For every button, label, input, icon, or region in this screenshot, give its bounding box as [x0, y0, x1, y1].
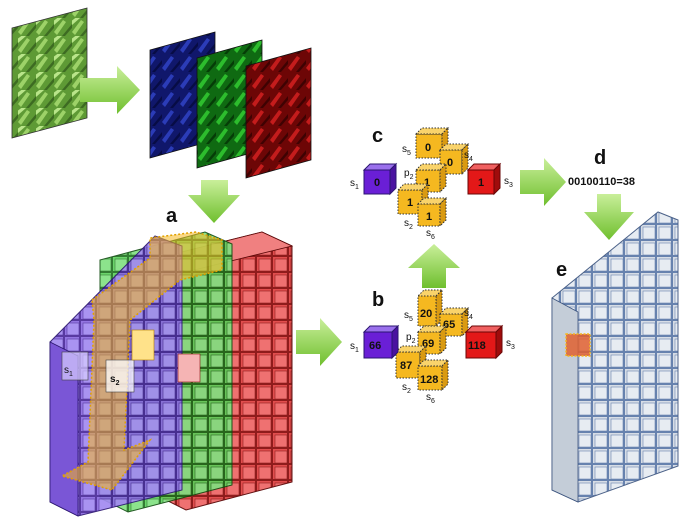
- panel-c-neighborhood: 0 0 1 1 1 0: [362, 126, 502, 228]
- cube-c-s1-value: 0: [374, 177, 380, 189]
- arrow-down-icon: [188, 180, 240, 223]
- cube-b-s1: [362, 324, 400, 360]
- panel-label-a: a: [166, 205, 178, 227]
- arrow-right-icon: [520, 158, 566, 206]
- cube-c-s3-value: 1: [478, 177, 484, 189]
- cube-b-s3: [464, 324, 504, 360]
- c-label-s4: s4: [464, 150, 473, 163]
- b-label-s3: s3: [506, 338, 515, 351]
- arrow-right-icon: [296, 318, 342, 366]
- cube-c-s3: [466, 162, 502, 196]
- cube-c-s4-value: 0: [447, 157, 453, 169]
- voxel-s1-label: s1: [64, 365, 73, 378]
- voxel-s2-label: s2: [110, 374, 120, 387]
- cube-b-s6: [416, 358, 450, 392]
- cube-b-center-value: 20: [420, 308, 432, 320]
- panel-label-e: e: [556, 259, 567, 281]
- panel-label-d: d: [594, 147, 606, 169]
- cube-c-center-value: 0: [425, 142, 431, 154]
- b-label-s1: s1: [350, 341, 359, 354]
- c-label-s6: s6: [426, 228, 435, 241]
- panel-label-c: c: [372, 125, 383, 147]
- panel-label-b: b: [372, 289, 384, 311]
- cube-c-p2-value: 1: [424, 177, 430, 189]
- b-label-p2: p2: [406, 332, 416, 345]
- b-label-s2: s2: [402, 382, 411, 395]
- c-label-s1: s1: [350, 178, 359, 191]
- cube-c-s6-value: 1: [426, 211, 432, 223]
- arrow-up-icon: [408, 244, 460, 288]
- cube-b-s6-value: 128: [420, 374, 438, 386]
- lbp-code-equation: 00100110=38: [568, 176, 635, 188]
- cube-c-s6: [416, 196, 448, 228]
- cube-c-s1: [362, 162, 398, 196]
- cube-c-s5: [414, 126, 450, 160]
- arrow-right-icon: [80, 66, 140, 114]
- cube-b-s5: [416, 288, 444, 328]
- cube-b-s1-value: 66: [369, 340, 381, 352]
- output-voxel-grid: [551, 211, 679, 503]
- c-label-s5: s5: [402, 144, 411, 157]
- b-label-s5: s5: [404, 310, 413, 323]
- b-label-s4: s4: [464, 308, 473, 321]
- c-label-p2: p2: [404, 168, 414, 181]
- cube-b-s3-value: 118: [468, 340, 486, 352]
- c-label-s3: s3: [504, 176, 513, 189]
- c-label-s2: s2: [404, 218, 413, 231]
- red-channel: [245, 47, 312, 179]
- b-label-s6: s6: [426, 392, 435, 405]
- cube-b-s2-value: 87: [400, 360, 412, 372]
- cube-c-s2-value: 1: [407, 197, 413, 209]
- leaf-photo: [11, 7, 88, 139]
- panel-b-neighborhood: 20 65 69 87 128: [362, 288, 504, 392]
- arrow-down-icon: [584, 194, 634, 240]
- cube-c-p2: [414, 162, 448, 194]
- voxel-stack: [49, 231, 294, 517]
